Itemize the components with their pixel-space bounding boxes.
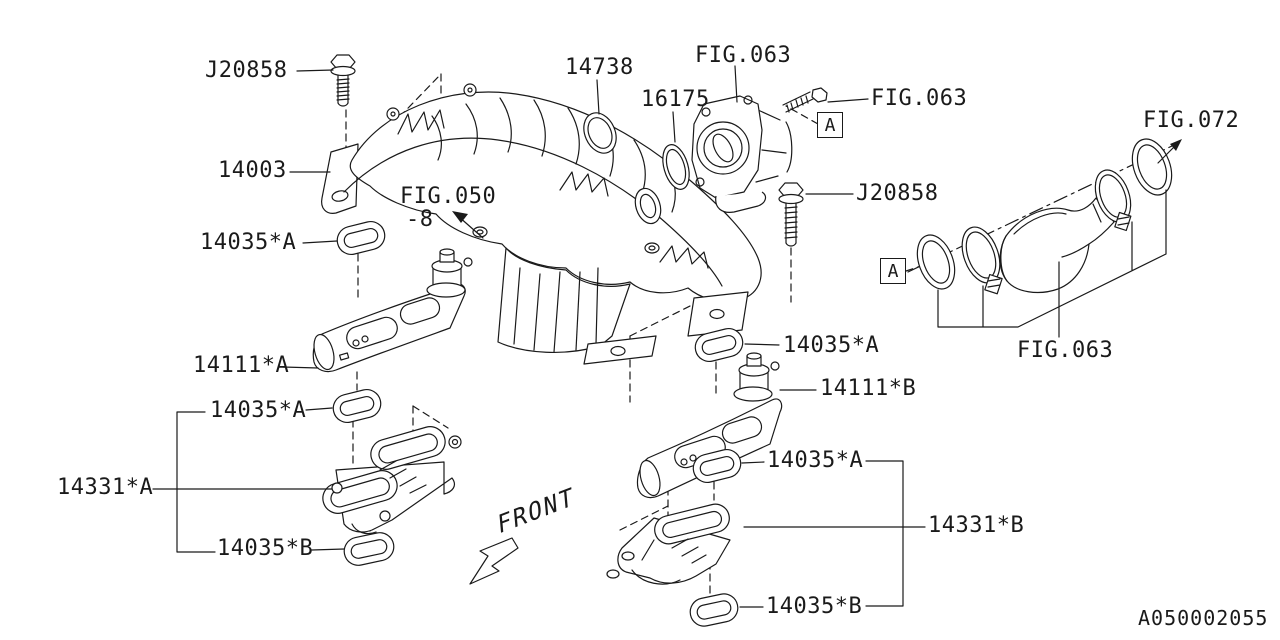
hose-clamp-drawing	[961, 226, 1003, 295]
flange-bolt-j20858-top-drawing	[330, 54, 356, 107]
figure-ref-072: FIG.072	[1143, 108, 1240, 133]
air-duct-assembly-drawing	[907, 138, 1182, 338]
runner-valve-drawing	[733, 352, 780, 402]
figure-ref-050: FIG.050	[400, 184, 497, 209]
gasket-16175-drawing	[662, 144, 690, 190]
gasket-14035b-2-drawing	[689, 593, 739, 627]
part-label-14003: 14003	[218, 158, 287, 183]
front-arrow-icon	[469, 537, 519, 585]
hose-clamp-drawing	[1094, 169, 1132, 232]
intake-runner-14111b-drawing	[636, 352, 783, 499]
diagram-number: A050002055	[1138, 606, 1269, 630]
part-label-14035a-1: 14035*A	[200, 230, 297, 255]
fig050-direction-arrow-icon	[452, 211, 484, 239]
duct-ring-drawing	[916, 234, 956, 290]
flange-bolt-j20858-mid-drawing	[778, 182, 804, 247]
duct-ring-drawing	[1131, 138, 1173, 196]
air-intake-hose-drawing	[999, 197, 1115, 294]
o-ring-14738-drawing	[583, 112, 617, 154]
part-label-14111a: 14111*A	[193, 353, 290, 378]
figure-ref-063-duct: FIG.063	[1017, 338, 1114, 363]
gasket-14035b-1-drawing	[343, 532, 395, 566]
gasket-14035a-2-drawing	[332, 388, 382, 424]
gasket-14035a-4-drawing	[692, 448, 742, 484]
part-label-14035a-2: 14035*A	[210, 398, 307, 423]
part-label-14035a-4: 14035*A	[767, 448, 864, 473]
intake-manifold-drawing	[321, 83, 762, 365]
part-label-j20858-2: J20858	[856, 181, 939, 206]
part-label-14035a-3: 14035*A	[783, 333, 880, 358]
part-label-14035b-2: 14035*B	[766, 594, 863, 619]
part-label-14331b: 14331*B	[928, 513, 1025, 538]
leader-lines	[152, 65, 926, 608]
gasket-14035a-3-drawing	[694, 327, 744, 363]
callout-a-box-1: A	[817, 112, 843, 138]
intake-runner-14111a-drawing	[312, 248, 473, 373]
collector-14331a-drawing	[322, 426, 462, 535]
figure-ref-063-throttle: FIG.063	[695, 43, 792, 68]
gasket-14035a-1-drawing	[336, 220, 386, 256]
part-label-j20858-1: J20858	[205, 58, 288, 83]
callout-a-box-2: A	[880, 258, 906, 284]
part-label-14111b: 14111*B	[820, 376, 917, 401]
figure-ref-050-suffix: -8	[406, 207, 434, 232]
figure-ref-063-bolt: FIG.063	[871, 86, 968, 111]
part-label-14035b-1: 14035*B	[217, 536, 314, 561]
throttle-body-drawing	[691, 95, 793, 213]
runner-valve-drawing	[426, 248, 473, 298]
part-label-16175: 16175	[641, 87, 710, 112]
part-label-14738: 14738	[565, 55, 634, 80]
collector-14331b-drawing	[606, 503, 731, 585]
fig072-direction-arrow-icon	[1157, 139, 1182, 164]
part-label-14331a: 14331*A	[57, 475, 154, 500]
throttle-mount-bolt-drawing	[782, 87, 828, 113]
